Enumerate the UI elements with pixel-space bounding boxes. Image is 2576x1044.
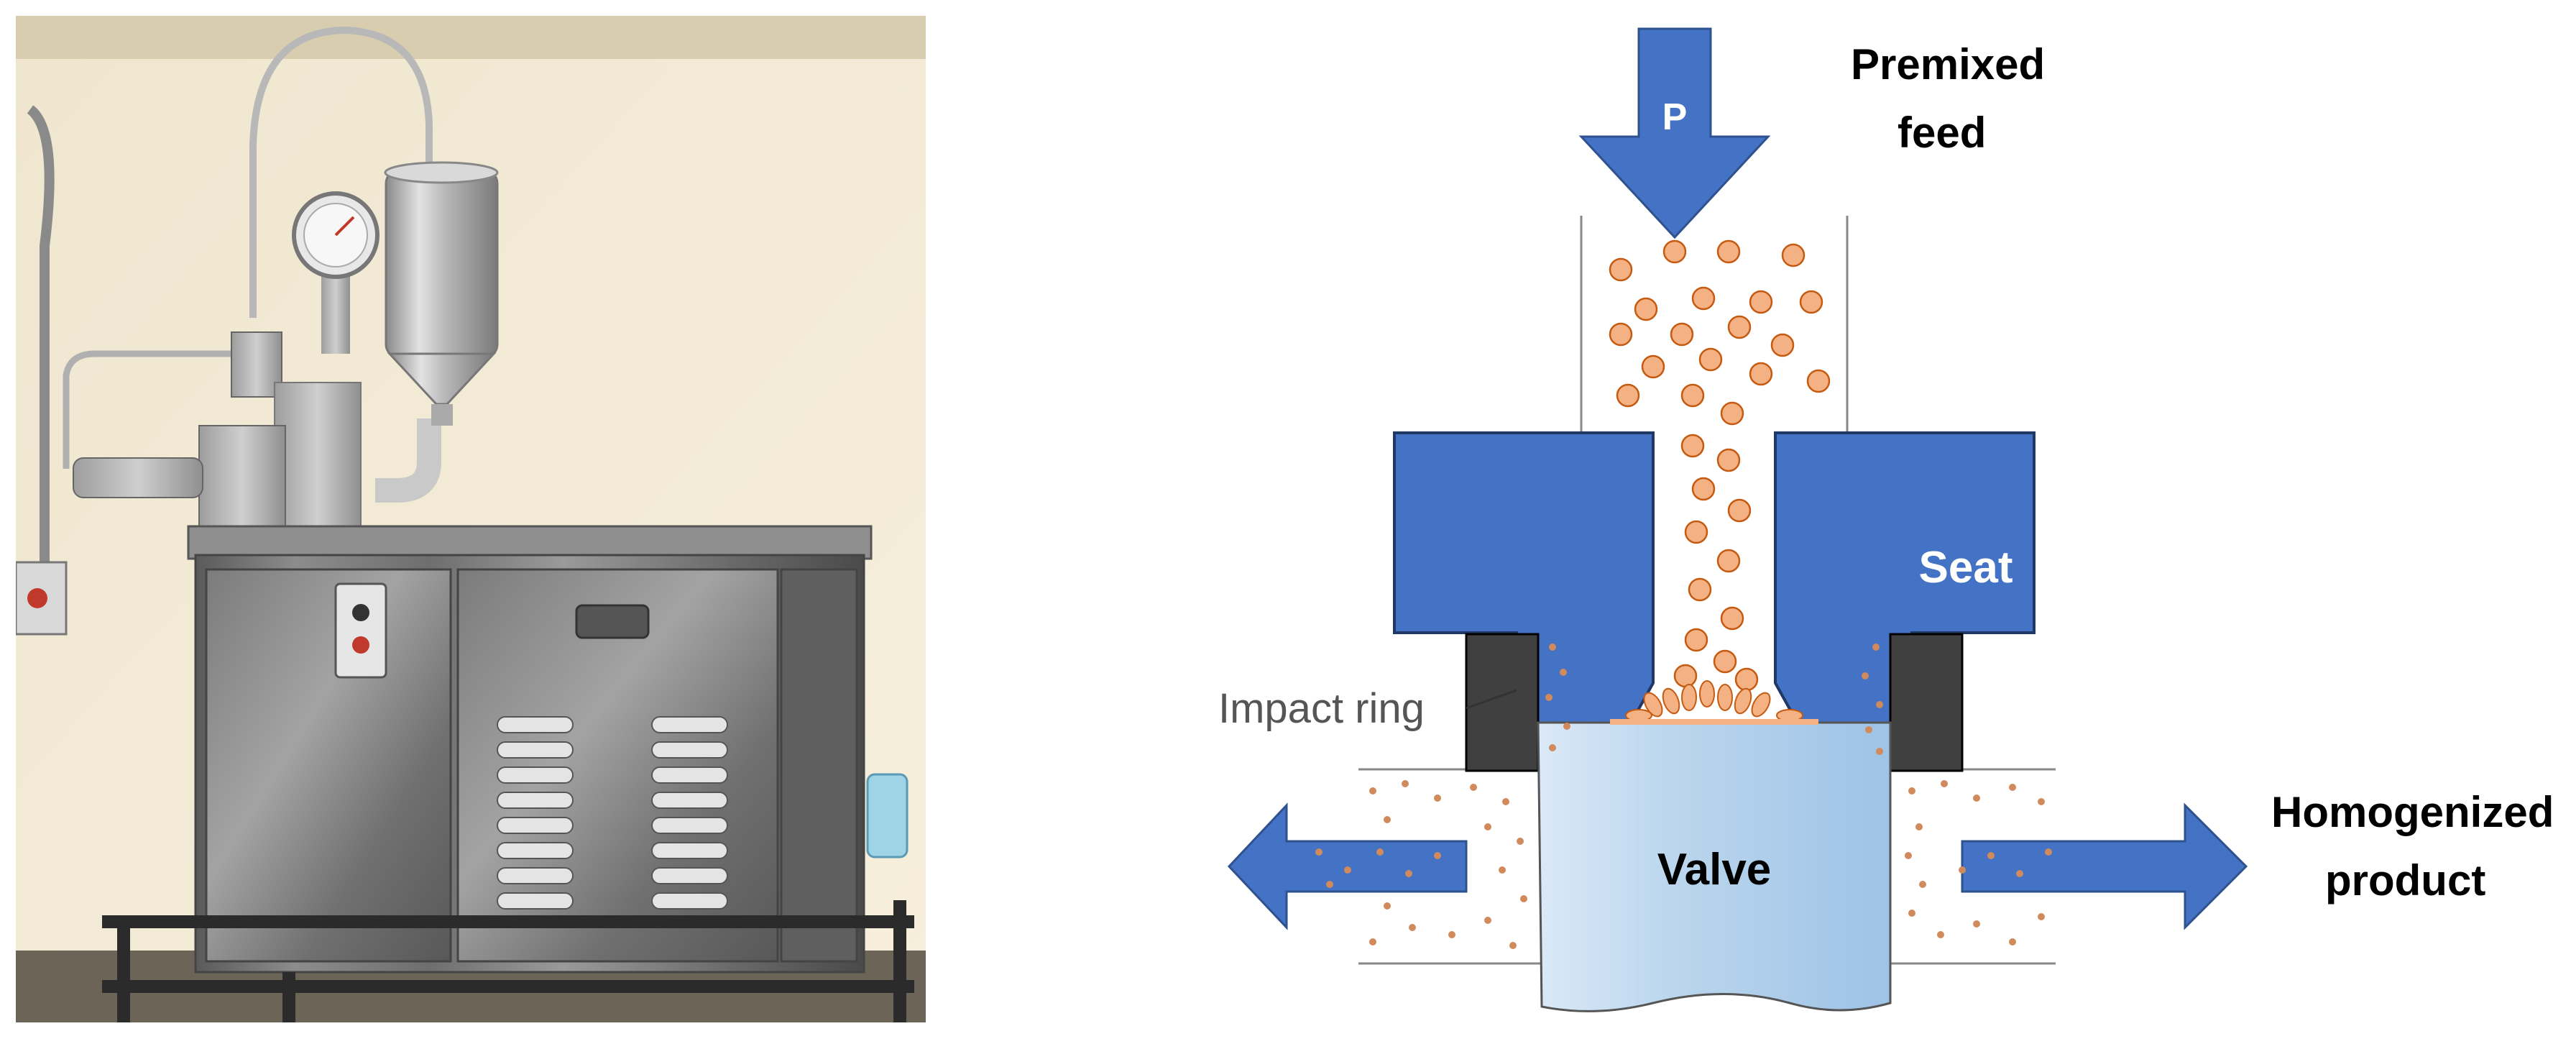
hopper-elbow bbox=[375, 418, 441, 503]
outlet-arrow-right-icon bbox=[1961, 802, 2248, 930]
pressure-tubing bbox=[249, 26, 433, 318]
outlet-label-line1: Homogenized bbox=[2271, 788, 2554, 836]
gap-droplets bbox=[1610, 680, 1818, 725]
impact-ring-right bbox=[1889, 633, 1964, 772]
vent-louvres bbox=[497, 716, 728, 910]
feed-hopper-icon bbox=[384, 161, 499, 426]
pressure-arrow-icon bbox=[1578, 27, 1771, 239]
cabinet-top bbox=[187, 525, 873, 560]
seat-label: Seat bbox=[1919, 543, 2013, 592]
cabinet-door-left bbox=[205, 568, 452, 963]
control-switch-icon bbox=[334, 582, 387, 679]
impact-ring-left bbox=[1465, 633, 1540, 772]
valve-body bbox=[231, 331, 282, 398]
pressure-gauge-icon bbox=[292, 191, 380, 354]
sanitizer-bottle bbox=[866, 773, 908, 858]
homogenizing-valve-diagram: P Premixed feed Seat Impact ring Valve H… bbox=[1218, 27, 2554, 1012]
valve-plug bbox=[1537, 721, 1892, 1012]
inlet-label-line2: feed bbox=[1898, 109, 1986, 157]
impact-ring-label: Impact ring bbox=[1218, 685, 1425, 732]
homogenizer-photo bbox=[16, 16, 926, 1022]
pump-block bbox=[274, 382, 362, 534]
impact-ring-leader bbox=[1466, 689, 1517, 710]
ceiling-strip bbox=[16, 16, 926, 59]
wall-conduit bbox=[27, 105, 55, 562]
door-handle bbox=[575, 604, 650, 639]
pressure-symbol: P bbox=[1662, 96, 1688, 138]
side-tubing bbox=[63, 350, 231, 469]
valve-label: Valve bbox=[1657, 845, 1772, 894]
outlet-fitting bbox=[73, 457, 203, 498]
homogenizing-head bbox=[198, 425, 286, 534]
product-droplets bbox=[1315, 644, 2052, 949]
inlet-label-line1: Premixed bbox=[1851, 40, 2045, 88]
stand-frame bbox=[102, 900, 914, 1022]
outlet-label-line2: product bbox=[2325, 856, 2485, 905]
feed-droplets bbox=[1609, 239, 1831, 692]
cabinet-side bbox=[780, 568, 858, 963]
